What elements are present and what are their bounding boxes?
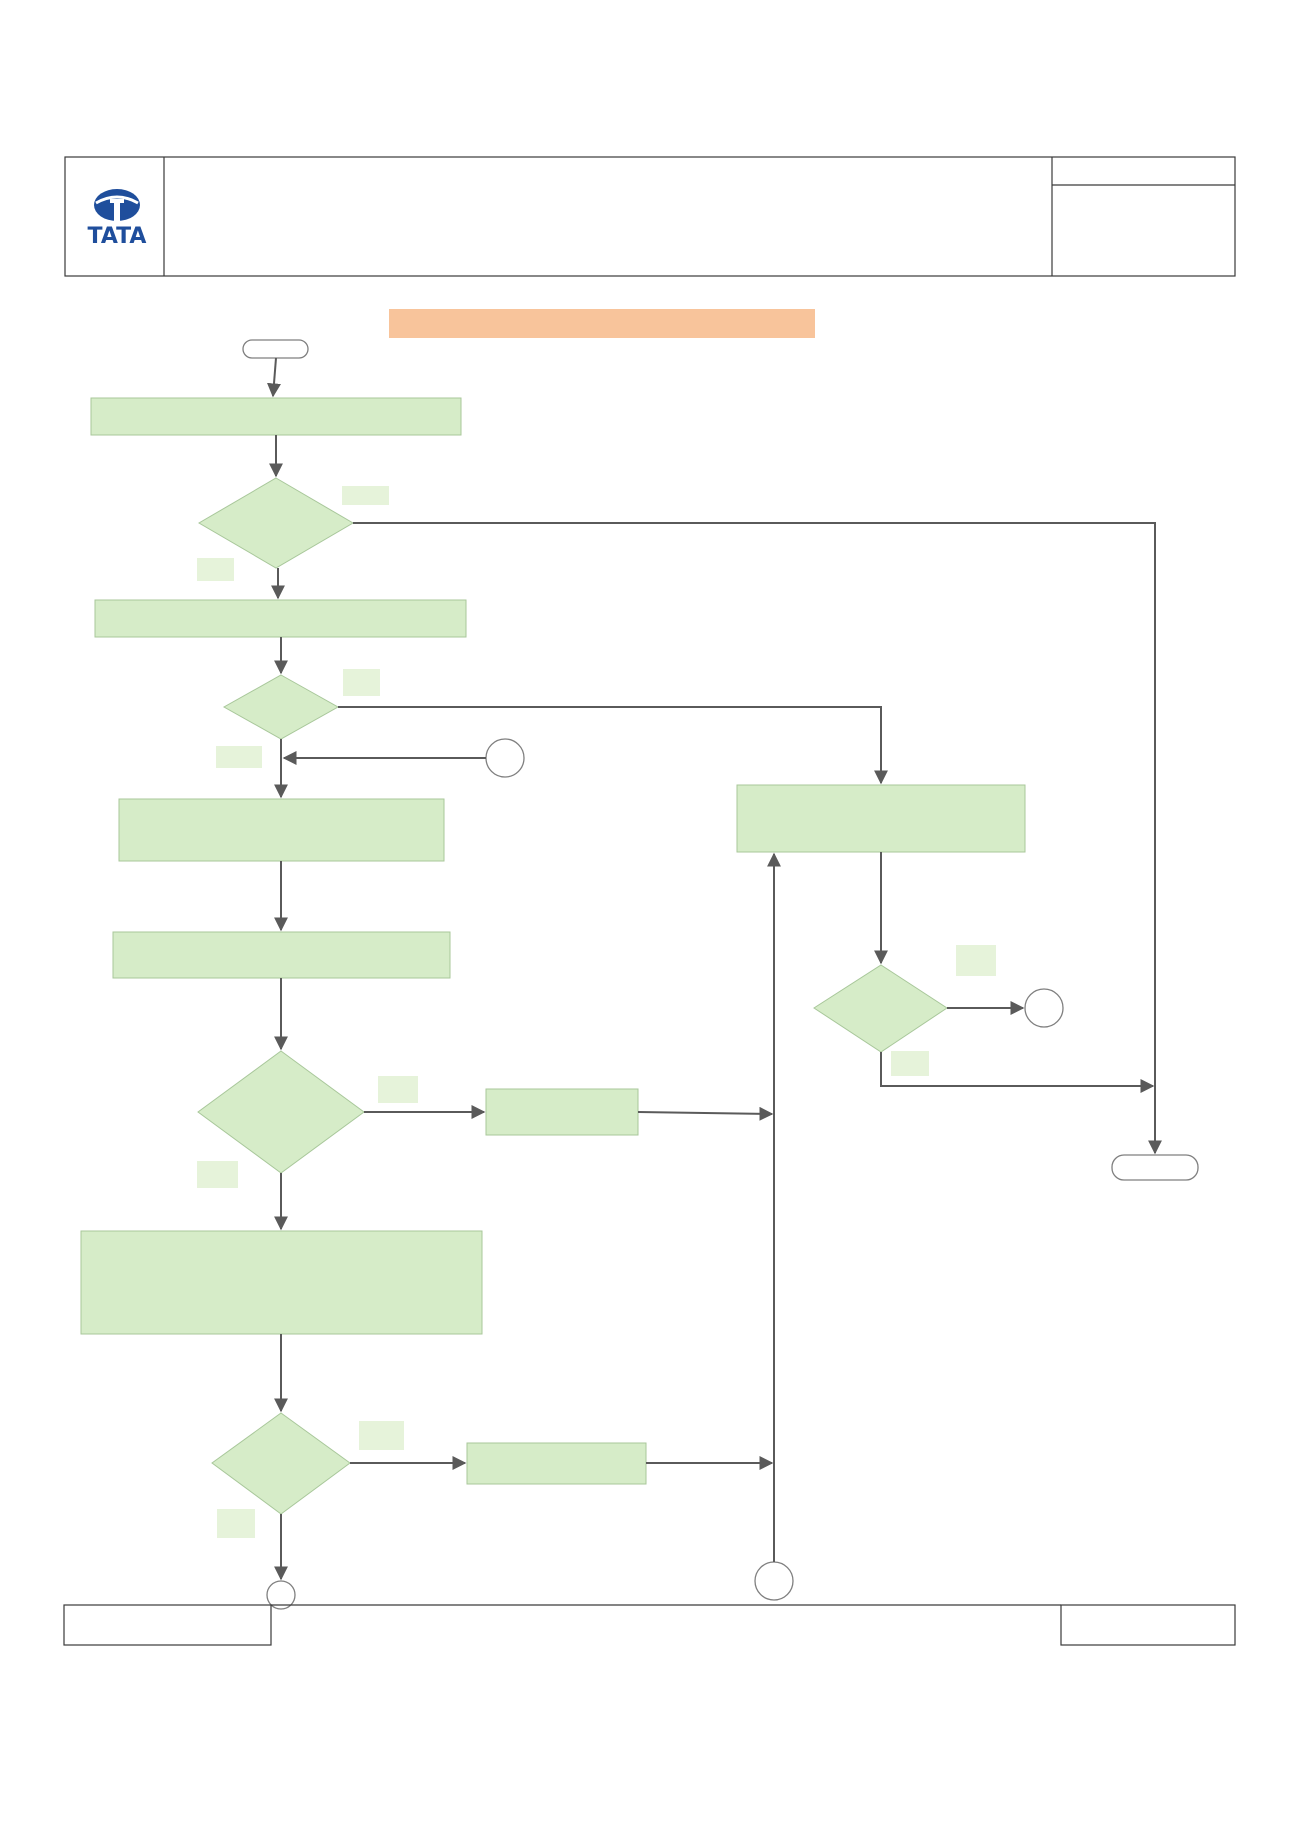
- process-step-8: [736, 784, 1026, 853]
- decision-5: [813, 964, 948, 1053]
- document-header: TATA: [64, 156, 1236, 277]
- branch-tag: [378, 1076, 418, 1103]
- branch-tag: [342, 486, 389, 505]
- end-terminator: [1111, 1154, 1199, 1181]
- branch-tag: [197, 1161, 238, 1188]
- connector-circle: [485, 738, 525, 778]
- branch-tag: [956, 945, 996, 976]
- header-frame: [64, 156, 1236, 277]
- process-step-5: [485, 1088, 639, 1136]
- footer-left-box: [63, 1604, 272, 1646]
- flow-connectors: [267, 357, 1162, 1581]
- branch-tag: [216, 746, 262, 768]
- process-step-3: [118, 798, 445, 862]
- decision-4: [211, 1412, 351, 1515]
- process-step-1: [90, 397, 462, 436]
- decision-3: [197, 1050, 365, 1174]
- process-step-4: [112, 931, 451, 979]
- tata-logo-icon: TATA: [88, 189, 147, 249]
- branch-tag: [359, 1421, 404, 1450]
- connector-circle: [266, 1580, 296, 1610]
- branch-tag: [891, 1051, 929, 1076]
- decision-2: [222, 674, 340, 740]
- logo-text: TATA: [88, 224, 147, 249]
- process-step-6: [80, 1230, 483, 1335]
- connector-circle: [1024, 988, 1064, 1028]
- decision-1: [198, 477, 354, 569]
- start-terminator: [242, 339, 309, 359]
- connector-circle: [754, 1561, 794, 1601]
- process-step-7: [466, 1442, 647, 1485]
- branch-tag: [197, 558, 234, 581]
- branch-tag: [343, 669, 380, 696]
- title-banner: [389, 309, 815, 338]
- process-step-2: [94, 599, 467, 638]
- document-footer: [63, 1604, 1236, 1646]
- branch-tag: [217, 1509, 255, 1538]
- footer-right-box: [1060, 1604, 1236, 1646]
